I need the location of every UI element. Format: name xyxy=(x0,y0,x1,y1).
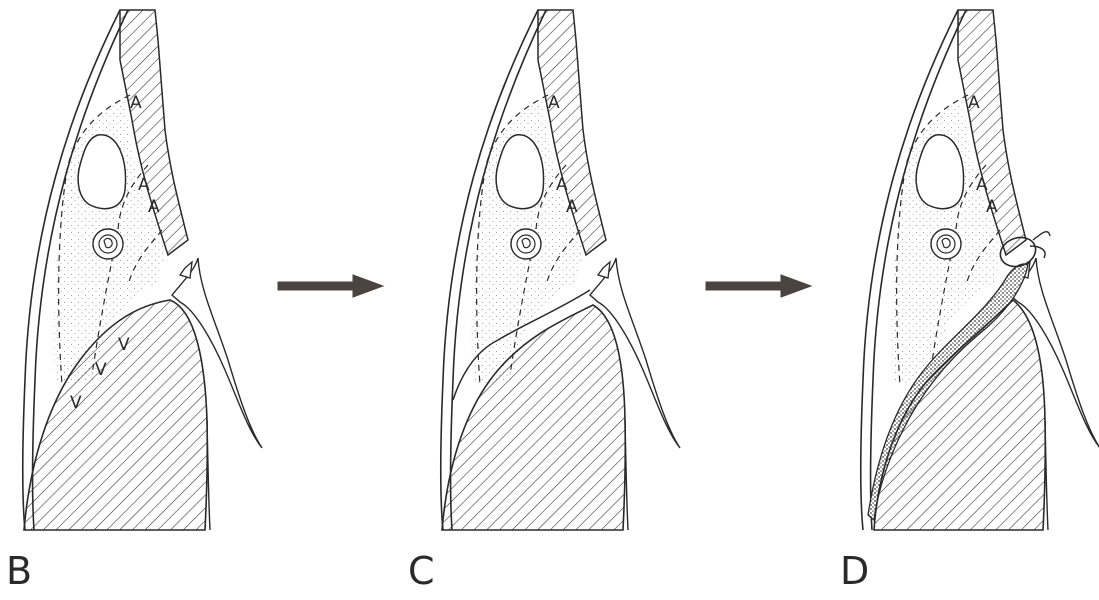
mark-v2: V xyxy=(95,360,107,380)
mark-c-a1: A xyxy=(548,93,560,113)
mark-c-a2: A xyxy=(556,175,568,195)
mark-a1: A xyxy=(130,93,142,113)
panel-b: A A A V V V xyxy=(23,10,262,530)
mark-v3: V xyxy=(70,393,82,413)
arrow-1 xyxy=(278,275,383,297)
mark-a3: A xyxy=(148,197,160,217)
panel-label-c: C xyxy=(408,552,435,590)
panel-d: A A A xyxy=(861,10,1099,530)
mark-d-a3: A xyxy=(986,197,998,217)
panel-c: A A A xyxy=(441,10,680,530)
mark-v1: V xyxy=(118,335,130,355)
mark-d-a1: A xyxy=(968,93,980,113)
panel-label-b: B xyxy=(6,552,32,590)
mark-c-a3: A xyxy=(566,197,578,217)
arrow-2 xyxy=(706,275,811,297)
mark-d-a2: A xyxy=(976,175,988,195)
mark-a2: A xyxy=(138,175,150,195)
panel-label-d: D xyxy=(840,552,869,590)
